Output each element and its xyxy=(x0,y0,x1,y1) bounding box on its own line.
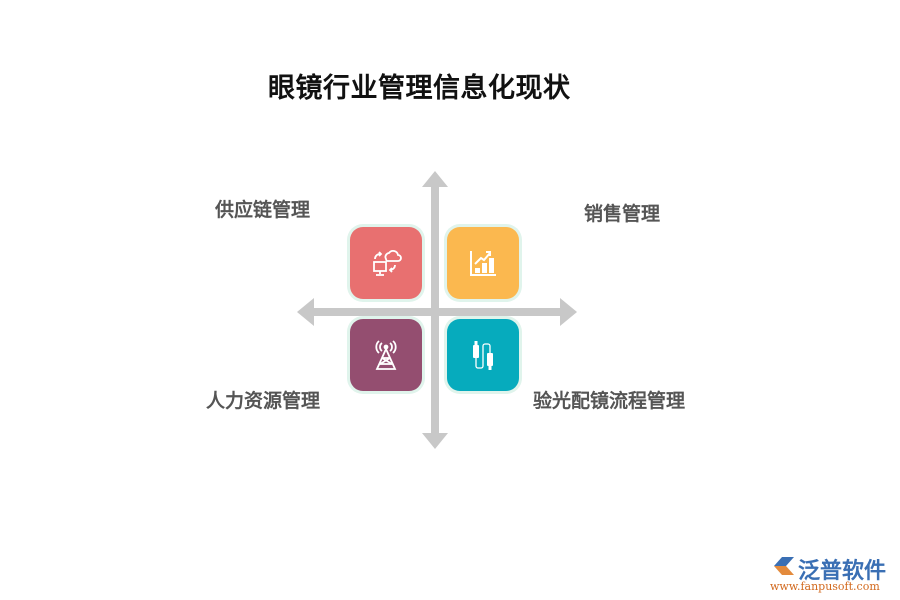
tile-hr-inner xyxy=(350,319,422,391)
cloud-computer-sync-icon xyxy=(373,250,402,276)
tile-supply-chain-inner xyxy=(350,227,422,299)
signal-tower-icon xyxy=(375,340,397,370)
tile-supply-chain xyxy=(347,224,425,302)
usb-cable-icon xyxy=(473,341,493,370)
tile-sales-inner xyxy=(447,227,519,299)
label-sales: 销售管理 xyxy=(584,203,661,225)
label-optometry: 验光配镜流程管理 xyxy=(533,390,686,412)
logo-name: 泛普软件 xyxy=(798,559,887,584)
label-supply-chain: 供应链管理 xyxy=(215,199,311,221)
page-title: 眼镜行业管理信息化现状 xyxy=(268,73,571,104)
fanpu-logo-icon xyxy=(774,557,794,575)
bar-chart-growth-icon xyxy=(470,251,496,276)
tile-hr xyxy=(347,316,425,394)
label-hr: 人力资源管理 xyxy=(206,390,321,412)
tile-optometry xyxy=(444,316,522,394)
tile-sales xyxy=(444,224,522,302)
tile-optometry-inner xyxy=(447,319,519,391)
logo-url: www.fanpusoft.com xyxy=(770,580,880,593)
